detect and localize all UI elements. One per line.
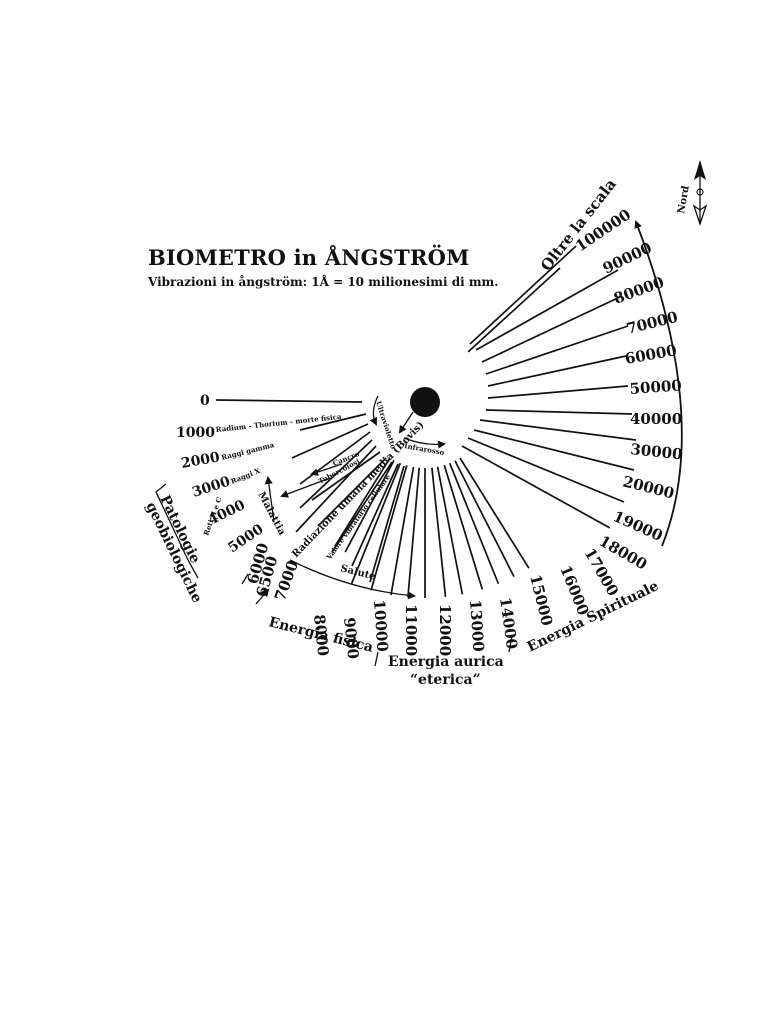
right-value-90000: 90000 (600, 239, 655, 278)
ray-right-19000 (467, 437, 625, 503)
band-auric: Energia aurica (388, 654, 504, 670)
ray-left-5 (295, 445, 377, 533)
ray-right-80000 (481, 295, 623, 363)
left-note-3000: Raggi X (229, 466, 261, 486)
ultraviolet-label: Ultravioletto (374, 400, 398, 451)
page-title: BIOMETRO in ÅNGSTRÖM (148, 245, 470, 270)
ray-right-18000 (461, 445, 611, 529)
energy-bands: Energia fisica Energia aurica “eterica” … (267, 578, 661, 688)
left-value-3000: 3000 (190, 473, 232, 500)
ray-right-30000 (479, 419, 637, 441)
ray-bottom-7000 (350, 462, 402, 585)
left-note-1000: Radium - Thorium - morte fisica (215, 412, 342, 434)
ray-inner-1 (317, 457, 387, 527)
left-value-1000: 1000 (176, 425, 215, 441)
right-value-60000: 60000 (624, 341, 679, 368)
center-dot (410, 387, 440, 417)
ray-right-40000 (485, 409, 633, 415)
bottom-value-15000: 15000 (526, 573, 556, 628)
bottom-value-16000: 16000 (556, 563, 592, 618)
left-value-0: 0 (200, 393, 210, 409)
right-value-50000: 50000 (629, 376, 682, 398)
pathology-group: Patologie geobiologiche (142, 483, 205, 606)
ray-right-100000 (469, 245, 577, 345)
ray-right-70000 (485, 325, 629, 375)
outer-scale-arrow (634, 220, 683, 547)
inner-arrows (255, 395, 446, 605)
left-value-2000: 2000 (180, 449, 221, 472)
bottom-value-13000: 13000 (466, 599, 488, 652)
ray-bottom-8000 (370, 465, 408, 591)
ray-inner-2 (331, 461, 393, 553)
ray-right-90000 (475, 269, 619, 351)
bottom-value-9000: 9000 (340, 617, 362, 660)
ray-bottom-17000 (459, 457, 530, 569)
right-value-80000: 80000 (611, 273, 666, 308)
bottom-value-10000: 10000 (370, 599, 392, 652)
ray-right-outer-0 (467, 267, 561, 353)
ray-inner-0 (311, 451, 381, 501)
ray-bottom-6500 (344, 459, 395, 553)
bottom-value-12000: 12000 (436, 604, 454, 656)
band-auric-etheric: “eterica” (410, 672, 481, 688)
ray-inner-3 (351, 463, 399, 567)
ray-bottom-9000 (390, 466, 415, 596)
compass-north-icon: Nord (676, 160, 708, 227)
ray-left-4 (299, 439, 373, 509)
ray-right-20000 (473, 429, 635, 471)
left-note-2000: Raggi gamma (220, 440, 275, 462)
compass-label: Nord (676, 185, 692, 215)
ray-bottom-14000 (443, 464, 484, 590)
scale-rays (215, 245, 637, 598)
ray-bottom-15000 (448, 462, 500, 585)
ray-bottom-6000 (334, 457, 391, 547)
ray-left-1 (299, 413, 367, 431)
right-value-20000: 20000 (621, 472, 676, 502)
ray-inner-4 (369, 465, 405, 583)
right-value-30000: 30000 (630, 440, 684, 463)
band-separators (241, 573, 513, 667)
right-value-40000: 40000 (630, 410, 682, 428)
bottom-value-11000: 11000 (402, 604, 420, 656)
ray-left-0 (215, 399, 363, 403)
ray-right-60000 (487, 355, 627, 387)
bottom-value-8000: 8000 (310, 614, 332, 657)
ray-bottom-10000 (407, 467, 421, 598)
ray-right-50000 (487, 385, 629, 399)
ray-left-2 (291, 423, 369, 459)
bottom-value-14000: 14000 (496, 596, 521, 650)
right-value-70000: 70000 (625, 308, 680, 338)
page-subtitle: Vibrazioni in ångström: 1Å = 10 miliones… (147, 274, 498, 289)
ray-bottom-12000 (431, 467, 447, 597)
ray-bottom-13000 (436, 466, 464, 595)
ray-bottom-16000 (454, 460, 515, 577)
